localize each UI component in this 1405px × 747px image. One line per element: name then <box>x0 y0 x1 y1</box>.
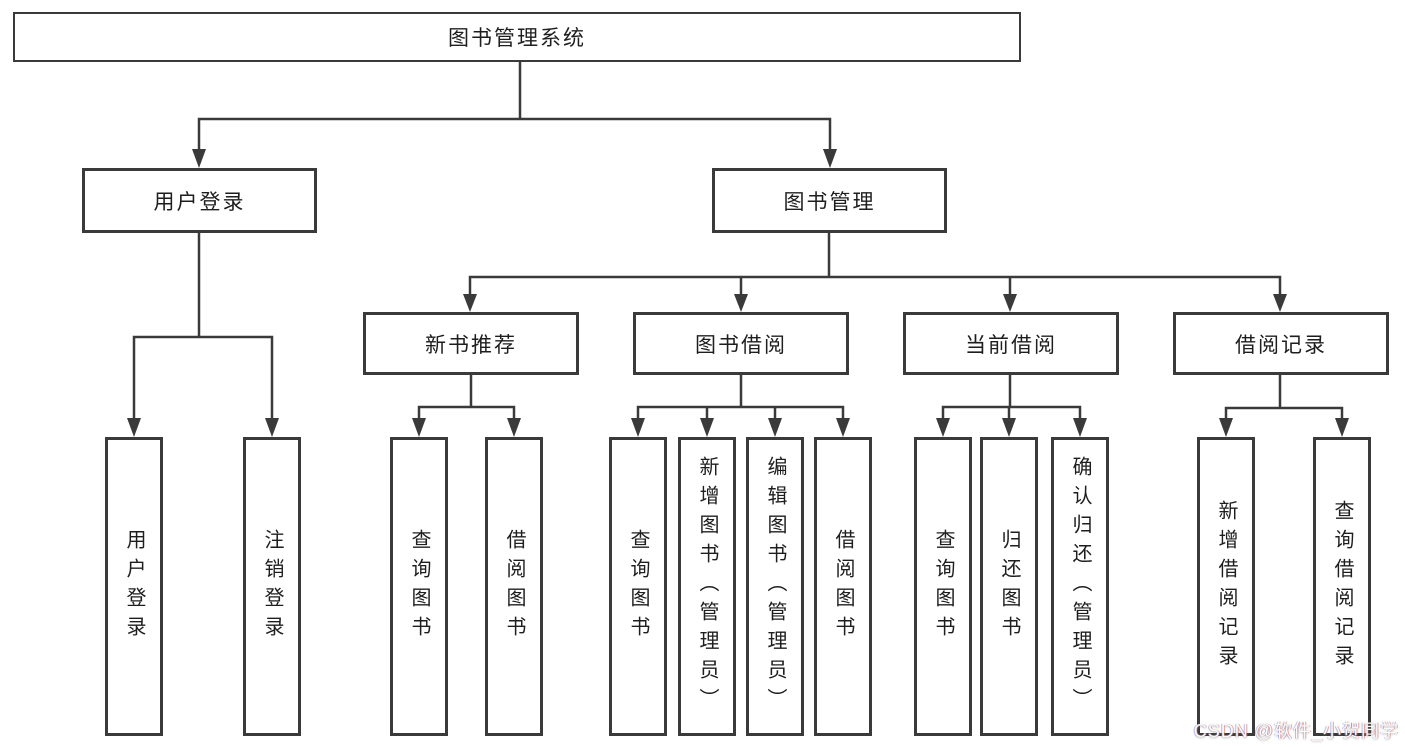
node-book-borrow: 图书借阅 <box>633 312 849 375</box>
node-label: 新增借阅记录 <box>1215 499 1237 674</box>
arrowheads <box>127 149 1349 437</box>
node-label: 用户登录 <box>123 528 145 645</box>
watermark: CSDN @软件_小贺同学 <box>1193 721 1399 741</box>
connector-borrow-record-split <box>1224 375 1344 420</box>
node-leaf-return-books: 归还图书 <box>980 437 1038 736</box>
connector-new-book-recommend-split <box>417 375 516 420</box>
node-book-management: 图书管理 <box>712 168 947 233</box>
node-library-management-system: 图书管理系统 <box>13 12 1021 62</box>
connector-user-login-split <box>132 233 274 420</box>
node-leaf-add-books-admin: 新增图书（管理员） <box>678 437 736 736</box>
node-label: 查询图书 <box>408 528 430 645</box>
node-leaf-query-books-borrow: 查询图书 <box>609 437 667 736</box>
node-leaf-query-books-current: 查询图书 <box>914 437 972 736</box>
node-leaf-add-borrow-record: 新增借阅记录 <box>1197 437 1255 736</box>
node-borrow-record: 借阅记录 <box>1173 312 1389 375</box>
node-leaf-confirm-return-admin: 确认归还（管理员） <box>1051 437 1109 736</box>
node-label: 查询图书 <box>932 528 954 645</box>
node-label: 确认归还（管理员） <box>1069 456 1091 717</box>
connector-root-split <box>197 62 832 151</box>
node-label: 编辑图书（管理员） <box>764 456 786 717</box>
node-label: 注销登录 <box>261 528 283 645</box>
node-leaf-edit-books-admin: 编辑图书（管理员） <box>746 437 804 736</box>
node-leaf-logout: 注销登录 <box>243 437 301 736</box>
node-label: 新增图书（管理员） <box>696 456 718 717</box>
node-label: 查询借阅记录 <box>1331 499 1353 674</box>
node-leaf-user-login: 用户登录 <box>105 437 163 736</box>
node-label: 借阅图书 <box>503 528 525 645</box>
node-leaf-query-borrow-record: 查询借阅记录 <box>1313 437 1371 736</box>
node-user-login: 用户登录 <box>82 168 317 233</box>
node-leaf-borrow-books: 借阅图书 <box>814 437 872 736</box>
node-label: 查询图书 <box>627 528 649 645</box>
node-label: 借阅图书 <box>832 528 854 645</box>
connector-book-borrow-split <box>636 375 845 420</box>
node-new-book-recommend: 新书推荐 <box>363 312 579 375</box>
node-leaf-borrow-books-recommend: 借阅图书 <box>485 437 543 736</box>
connector-current-borrow-split <box>941 375 1082 420</box>
connector-book-management-split <box>468 233 1282 296</box>
node-current-borrow: 当前借阅 <box>903 312 1119 375</box>
node-leaf-query-books-recommend: 查询图书 <box>390 437 448 736</box>
node-label: 归还图书 <box>998 528 1020 645</box>
